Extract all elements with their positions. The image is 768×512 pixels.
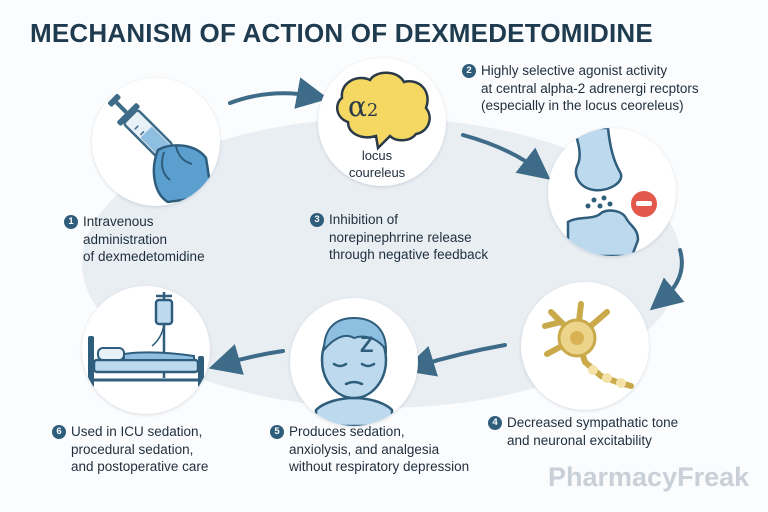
step-3-text: Inhibition of norepinephrrine release th…	[329, 212, 489, 263]
step-2-text: Highly selective agonist activity at cen…	[481, 63, 699, 114]
circle-synapse	[548, 128, 676, 256]
step-4-number-badge: 4	[488, 416, 502, 430]
syringe-icon	[108, 94, 214, 204]
sleep-z-icon: Z	[360, 332, 374, 357]
neuron-icon	[542, 301, 634, 389]
step-4-text: Decreased sympathatic tone and neuronal …	[507, 415, 679, 448]
watermark-logo: PharmacyFreak	[548, 462, 750, 492]
step-4: 4 Decreased sympathatic tone and neurona…	[488, 414, 678, 449]
arrow-5-to-6	[208, 344, 285, 375]
alpha-symbol: α	[348, 90, 367, 123]
circle-neuron	[521, 282, 649, 410]
step-2-number-badge: 2	[462, 64, 476, 78]
step-3-number-badge: 3	[310, 213, 324, 227]
alpha-subscript: 2	[366, 100, 379, 121]
circle-icu-bed	[82, 286, 210, 414]
step-5: 5 Produces sedation, anxiolysis, and ana…	[270, 423, 469, 476]
alpha2-symbol: α2	[348, 90, 378, 123]
iv-bag-icon	[154, 298, 174, 326]
locus-label: locus coureleus	[348, 148, 406, 180]
step-3: 3 Inhibition of norepinephrrine release …	[310, 211, 488, 264]
step-5-number-badge: 5	[270, 425, 284, 439]
step-6: 6 Used in ICU sedation, procedural sedat…	[52, 423, 208, 476]
circle-sedation: Z	[290, 298, 418, 426]
sleeping-face-icon	[314, 316, 394, 426]
hospital-bed-icon	[88, 292, 204, 388]
page-title: MECHANISM OF ACTION OF DEXMEDETOMIDINE	[30, 18, 653, 48]
step-1-number-badge: 1	[64, 215, 78, 229]
step-2: 2 Highly selective agonist activity at c…	[462, 62, 699, 115]
step-6-number-badge: 6	[52, 425, 66, 439]
step-1: 1 Intravenous administration of dexmedet…	[64, 213, 205, 266]
arrow-3-to-4	[649, 248, 685, 311]
step-1-text: Intravenous administration of dexmedetom…	[83, 214, 205, 265]
circle-iv-injection	[92, 78, 220, 206]
brain-icon	[335, 71, 431, 151]
step-6-text: Used in ICU sedation, procedural sedatio…	[71, 424, 209, 475]
arrow-1-to-2	[228, 77, 329, 109]
step-5-text: Produces sedation, anxiolysis, and analg…	[289, 424, 470, 475]
circle-brain: α2 locus coureleus	[318, 58, 446, 186]
synapse-icon	[566, 128, 659, 256]
arrow-2-to-3	[461, 133, 551, 180]
arrow-4-to-5	[402, 343, 507, 377]
